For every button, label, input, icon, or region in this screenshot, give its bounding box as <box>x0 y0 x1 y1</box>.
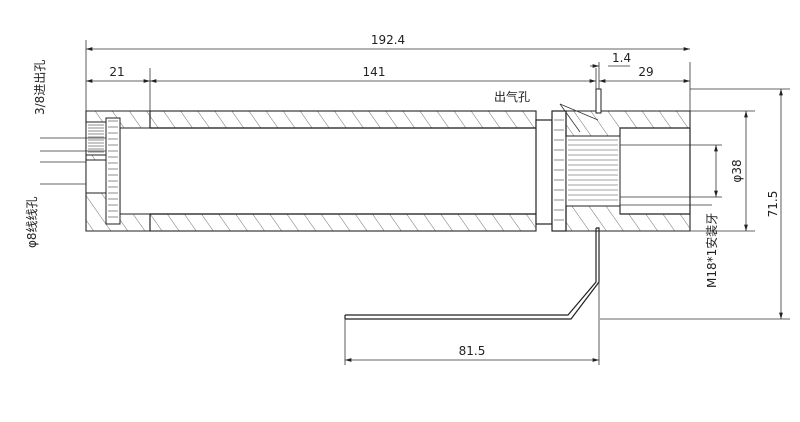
top-wall <box>149 110 537 129</box>
dim-overall-length: 192.4 <box>371 33 405 47</box>
dim-overall-height: 71.5 <box>766 191 780 218</box>
dimension-bracket: 81.5 <box>344 282 600 365</box>
dim-diameter: φ38 <box>730 159 744 182</box>
body-tube <box>149 110 537 232</box>
bottom-wall <box>149 213 537 232</box>
note-inlet: 3/8进出孔 <box>33 60 47 115</box>
right-assembly <box>535 62 691 232</box>
dimension-height: 71.5 <box>600 88 790 320</box>
dim-left-cap: 21 <box>109 65 124 79</box>
collar-threads <box>554 119 564 221</box>
label-mount-thread: M18*1安装牙 <box>704 213 719 288</box>
label-outlet: 出气孔 <box>494 89 530 104</box>
dimension-row2: 21 141 29 1.4 <box>86 51 690 83</box>
label-cable-hole: φ8线线孔 <box>25 196 39 248</box>
mount-bracket <box>344 227 600 320</box>
collar <box>535 119 553 225</box>
dimension-diameter: φ38 <box>620 110 755 232</box>
dim-body-length: 141 <box>363 65 386 79</box>
right-threads <box>568 139 618 201</box>
dim-bracket-length: 81.5 <box>459 344 486 358</box>
dim-gap: 1.4 <box>612 51 631 65</box>
outlet-pin <box>595 88 602 114</box>
label-inlet: 3/8进出孔 <box>33 60 47 115</box>
left-threads <box>88 120 118 218</box>
note-outlet: 出气孔 <box>494 89 599 133</box>
note-cable-hole: φ8线线孔 <box>25 196 39 248</box>
dimension-overall: 192.4 <box>86 33 690 51</box>
dim-right-part: 29 <box>638 65 653 79</box>
note-mount-thread: M18*1安装牙 <box>620 204 719 288</box>
left-cap <box>40 40 151 232</box>
